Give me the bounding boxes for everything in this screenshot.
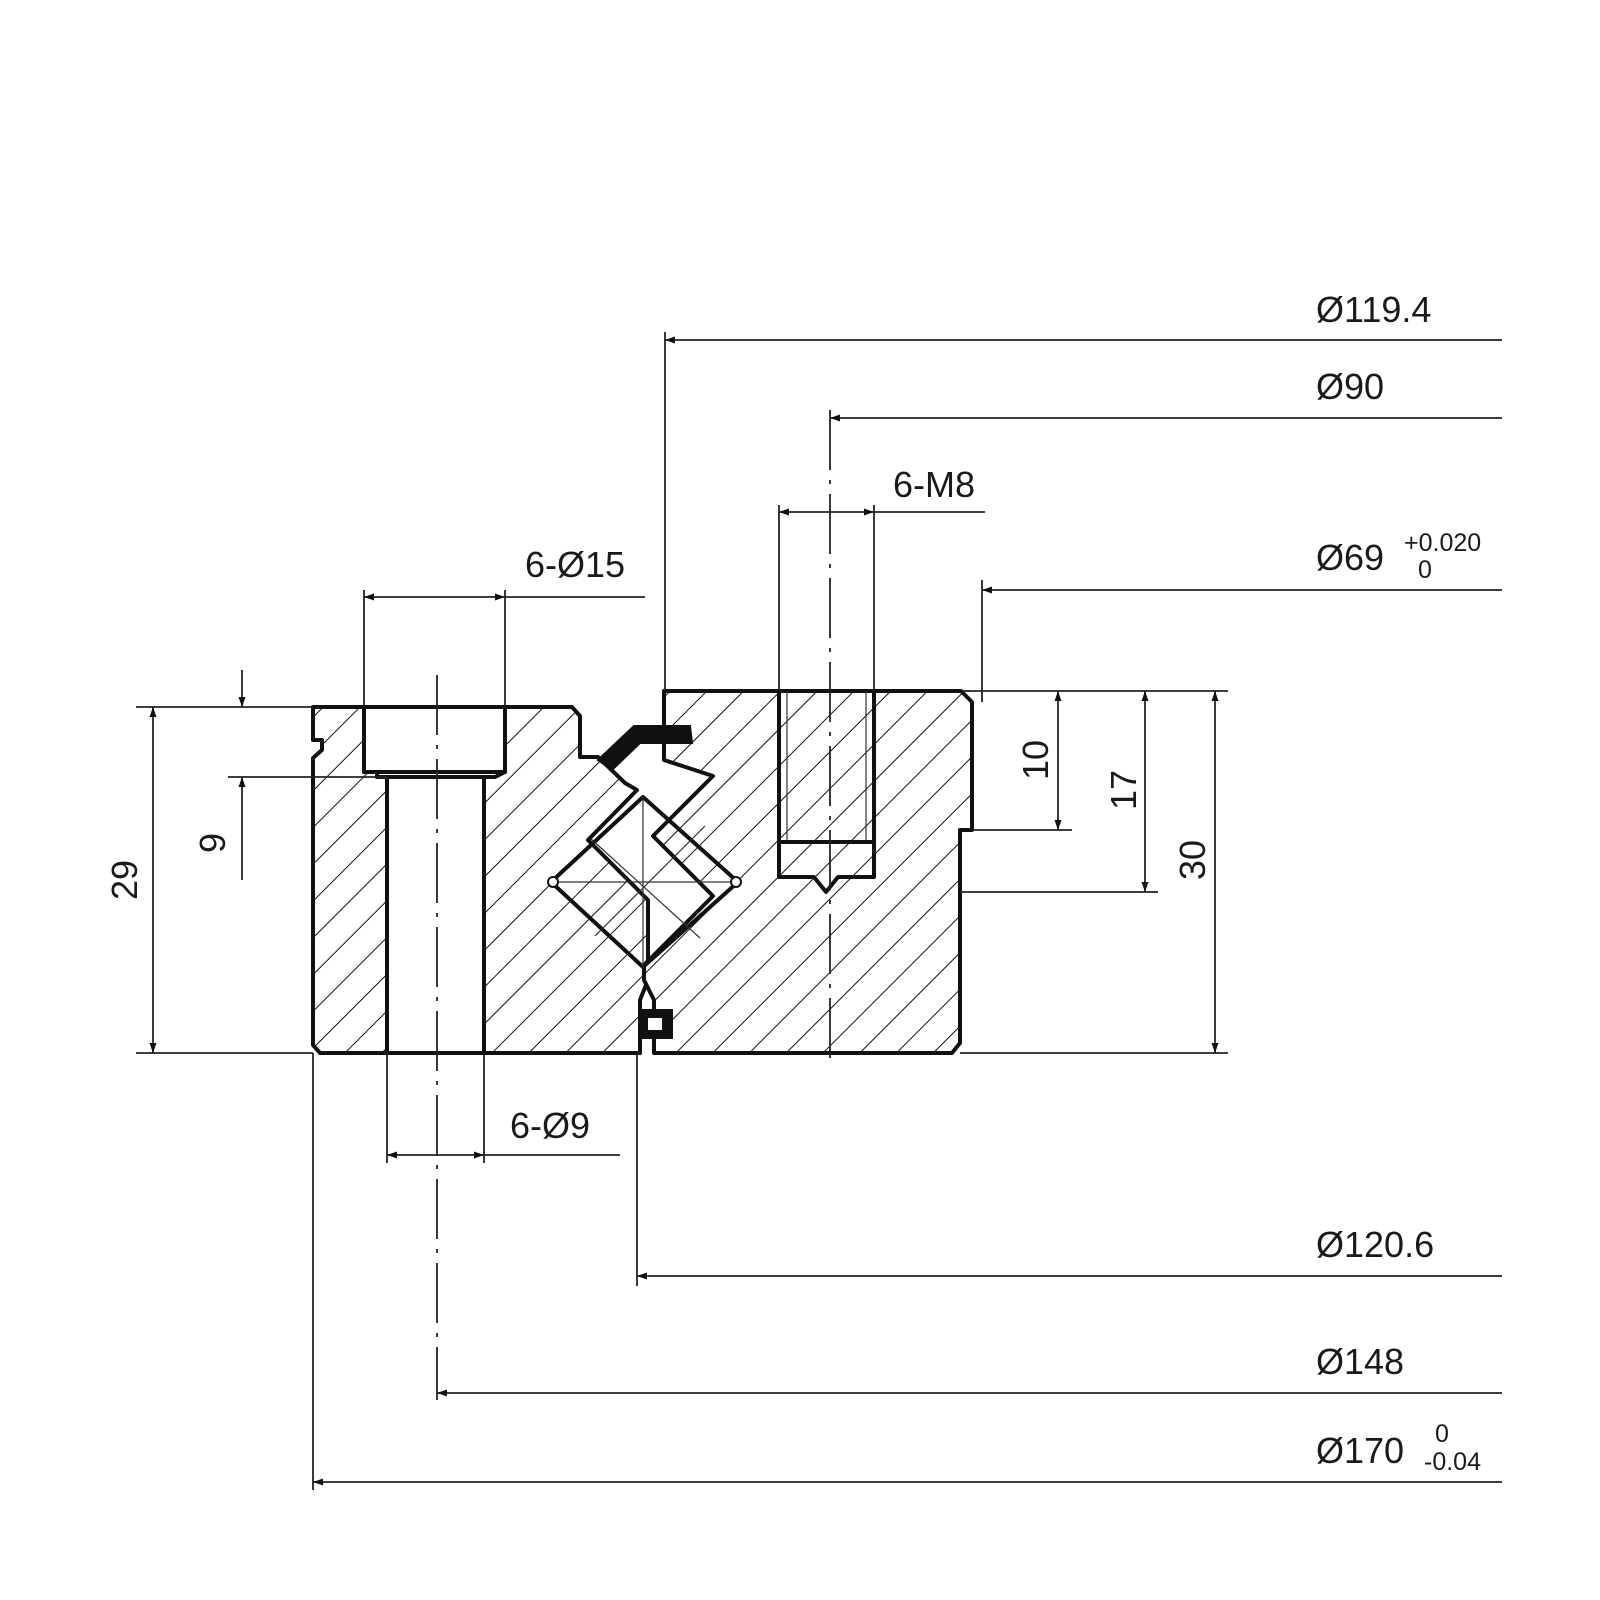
outer-ring [311, 705, 650, 1055]
dim-hole-depth: 17 [1103, 770, 1144, 810]
dim-outer-tolerance-lower: -0.04 [1424, 1448, 1481, 1476]
tapped-hole [777, 689, 876, 894]
outer-ring-rim [311, 705, 389, 1055]
dim-counterbore-diameter: 6-Ø15 [525, 544, 625, 585]
dim-bolt-hole-pcd: Ø148 [1316, 1341, 1404, 1382]
roller [547, 795, 742, 969]
dim-bore-diameter: Ø69 [1316, 537, 1384, 578]
dim-outer-tolerance-upper: 0 [1435, 1420, 1449, 1448]
dim-inner-raceway-diameter: Ø120.6 [1316, 1224, 1434, 1265]
dim-through-hole-diameter: 6-Ø9 [510, 1105, 590, 1146]
counterbore [362, 705, 507, 774]
bottom-seal [638, 1009, 673, 1039]
inner-ring-body [642, 689, 974, 1055]
dimension-lines [149, 336, 1502, 1486]
dim-counterbore-depth: 9 [192, 833, 233, 853]
dim-outer-diameter: Ø170 [1316, 1430, 1404, 1471]
dim-outer-ring-height: 29 [104, 860, 145, 900]
dim-thread-depth: 10 [1015, 740, 1056, 780]
dim-tapped-hole-thread: 6-M8 [893, 464, 975, 505]
dim-outer-raceway-diameter: Ø119.4 [1316, 289, 1431, 330]
top-seal [596, 725, 694, 772]
outer-ring-body [482, 705, 650, 1055]
inner-ring [642, 689, 974, 1055]
extension-lines [136, 332, 1228, 1490]
dim-inner-ring-height: 30 [1172, 840, 1213, 880]
dim-bore-tolerance-lower: 0 [1418, 556, 1432, 584]
through-hole [385, 775, 486, 1055]
dim-bore-tolerance-upper: +0.020 [1404, 529, 1481, 557]
dim-tapped-hole-pcd: Ø90 [1316, 366, 1384, 407]
